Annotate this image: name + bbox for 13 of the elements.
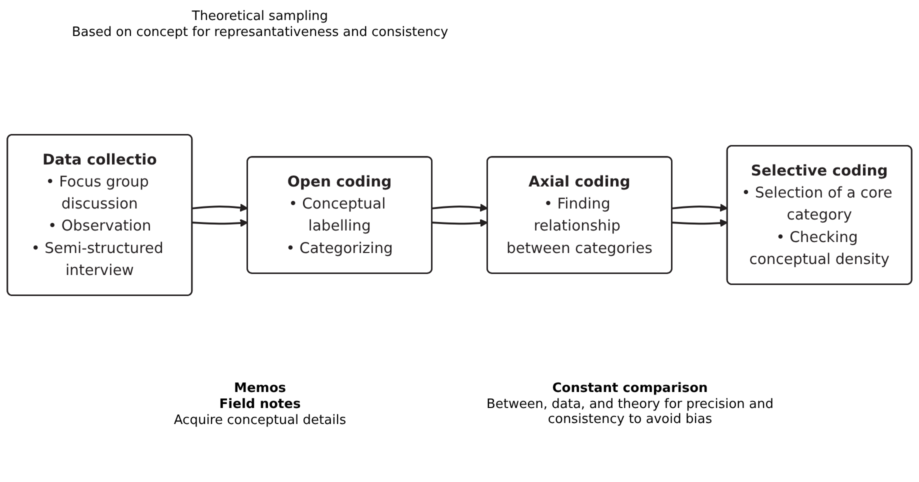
arrow bbox=[192, 218, 248, 228]
arrow bbox=[432, 218, 488, 228]
note-heading: Memos bbox=[233, 381, 287, 396]
note-text: Theoretical sampling bbox=[190, 9, 330, 24]
note-text: Between, data, and theory for precision and consistency to avoid bias bbox=[486, 397, 774, 427]
note-text: Based on concept for represantativeness and consistency bbox=[70, 25, 450, 40]
note-text: Acquire conceptual details bbox=[172, 413, 348, 428]
arrow bbox=[672, 204, 728, 212]
note-heading: Constant comparison bbox=[551, 381, 709, 396]
arrow bbox=[192, 204, 248, 212]
note-heading: Field notes bbox=[218, 397, 302, 412]
arrow bbox=[432, 204, 488, 212]
arrow bbox=[672, 218, 728, 228]
